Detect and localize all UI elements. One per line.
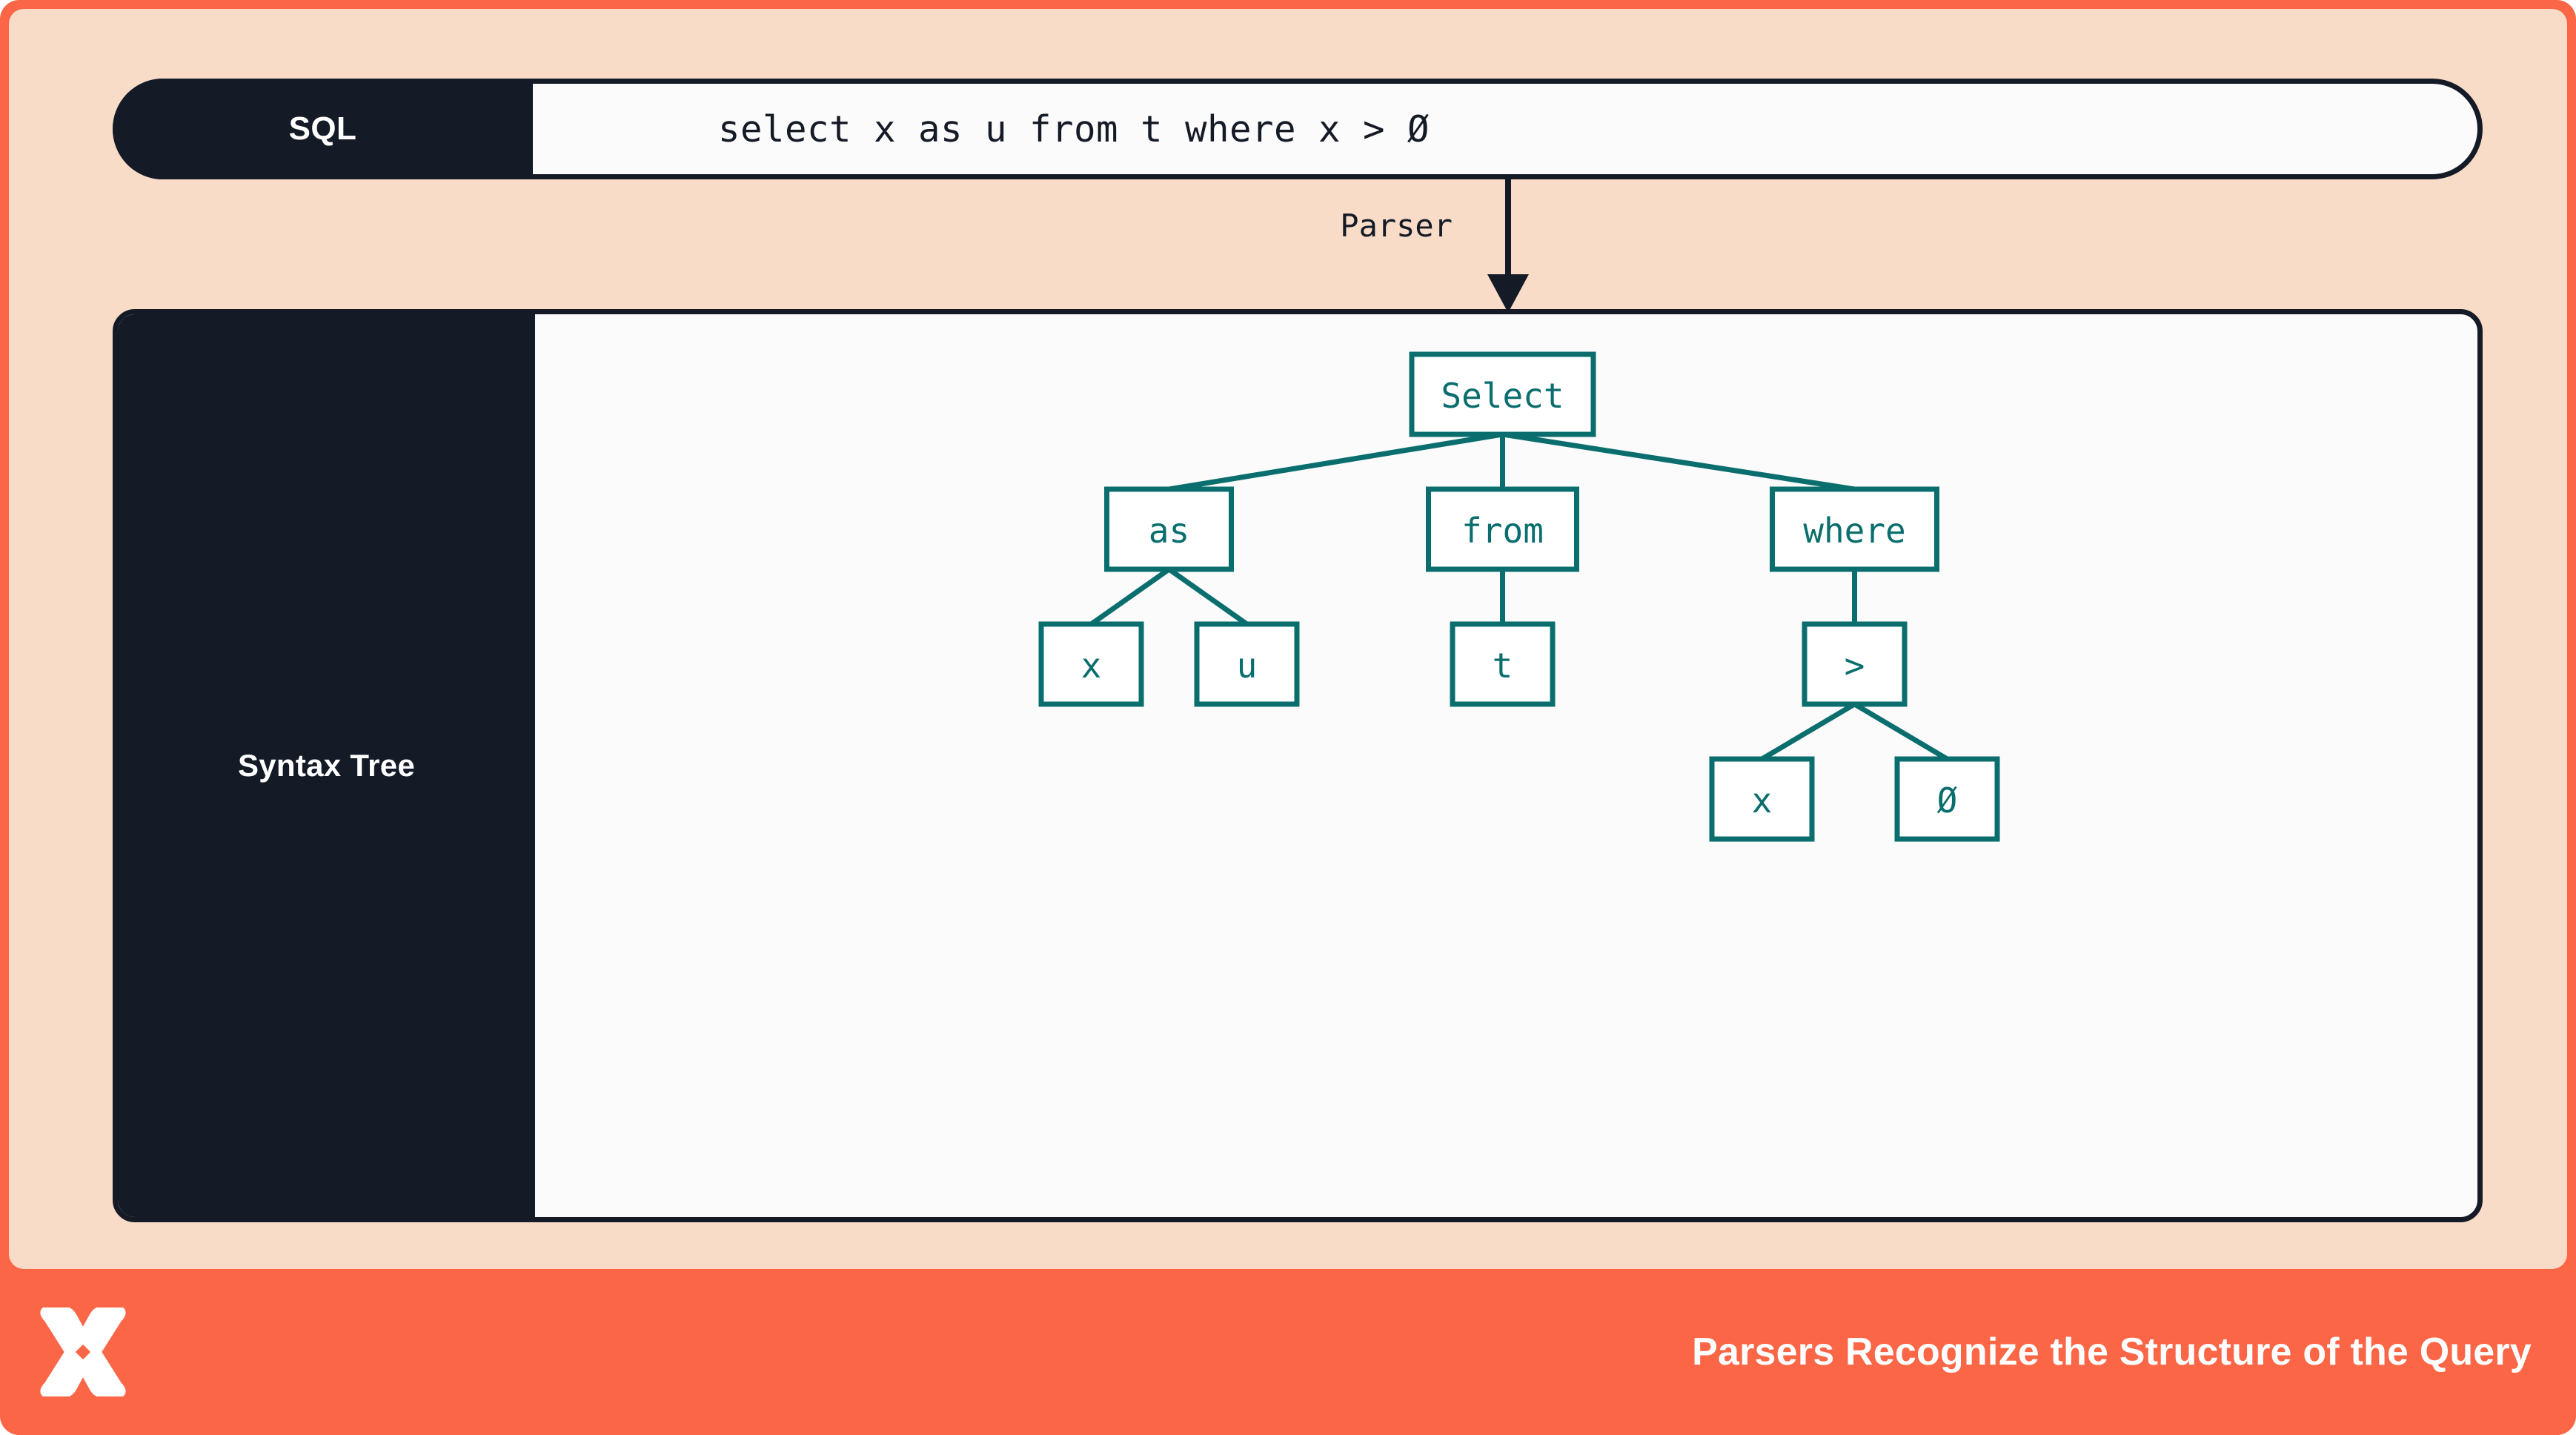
- content-card: SQL select x as u from t where x > Ø Par…: [9, 9, 2567, 1269]
- tree-node-select[interactable]: Select: [1409, 351, 1596, 437]
- tree-edge: [1168, 431, 1504, 492]
- parser-transform-group: Parser: [1254, 179, 1565, 313]
- syntax-tree-label-pane: Syntax Tree: [118, 314, 535, 1217]
- tree-node-box: [1104, 486, 1234, 572]
- arrow-down-icon: [1487, 179, 1529, 313]
- tree-node-as-u[interactable]: u: [1194, 621, 1300, 707]
- tree-edge: [1089, 567, 1171, 626]
- tree-node-label: Ø: [1937, 781, 1958, 821]
- tree-edge: [1501, 431, 1856, 492]
- tree-node-label: where: [1803, 511, 1905, 551]
- tree-edge: [1167, 567, 1249, 626]
- tree-node-where[interactable]: where: [1770, 486, 1939, 572]
- tree-node-label: >: [1845, 646, 1865, 686]
- tree-edge: [1760, 701, 1856, 762]
- footer-caption: Parsers Recognize the Structure of the Q…: [1692, 1330, 2532, 1373]
- tree-node-as-x[interactable]: x: [1038, 621, 1144, 707]
- footer-bar: Parsers Recognize the Structure of the Q…: [0, 1269, 2576, 1435]
- tree-node-label: x: [1752, 781, 1773, 821]
- tree-node-from-t[interactable]: t: [1450, 621, 1556, 707]
- sql-label-pill: SQL: [113, 79, 533, 179]
- tree-node-from[interactable]: from: [1426, 486, 1579, 572]
- tree-node-box: [1709, 756, 1815, 842]
- sql-input-row: SQL select x as u from t where x > Ø: [113, 79, 2483, 179]
- tree-node-label: from: [1461, 511, 1544, 551]
- tree-node-gt-0[interactable]: Ø: [1894, 756, 2000, 842]
- tree-node-box: [1426, 486, 1579, 572]
- tree-edges-layer: [1089, 431, 1949, 762]
- tree-node-box: [1894, 756, 2000, 842]
- tree-node-label: as: [1149, 511, 1189, 551]
- tree-node-label: x: [1081, 646, 1102, 686]
- tree-node-label: t: [1493, 646, 1513, 686]
- tree-node-as[interactable]: as: [1104, 486, 1234, 572]
- syntax-tree-label-text: Syntax Tree: [237, 748, 416, 783]
- four-point-star-logo: [40, 1308, 126, 1396]
- tree-node-box: [1409, 351, 1596, 437]
- parser-label: Parser: [1340, 208, 1453, 244]
- sql-label-text: SQL: [288, 110, 357, 147]
- tree-node-box: [1450, 621, 1556, 707]
- tree-node-label: Select: [1441, 376, 1564, 416]
- tree-node-box: [1194, 621, 1300, 707]
- tree-node-label: u: [1237, 646, 1258, 686]
- tree-node-gt[interactable]: >: [1802, 621, 1908, 707]
- tree-node-box: [1038, 621, 1144, 707]
- tree-node-gt-x[interactable]: x: [1709, 756, 1815, 842]
- sql-query-text[interactable]: select x as u from t where x > Ø: [718, 107, 1430, 150]
- tree-edge: [1853, 701, 1949, 762]
- tree-node-box: [1770, 486, 1939, 572]
- tree-node-box: [1802, 621, 1908, 707]
